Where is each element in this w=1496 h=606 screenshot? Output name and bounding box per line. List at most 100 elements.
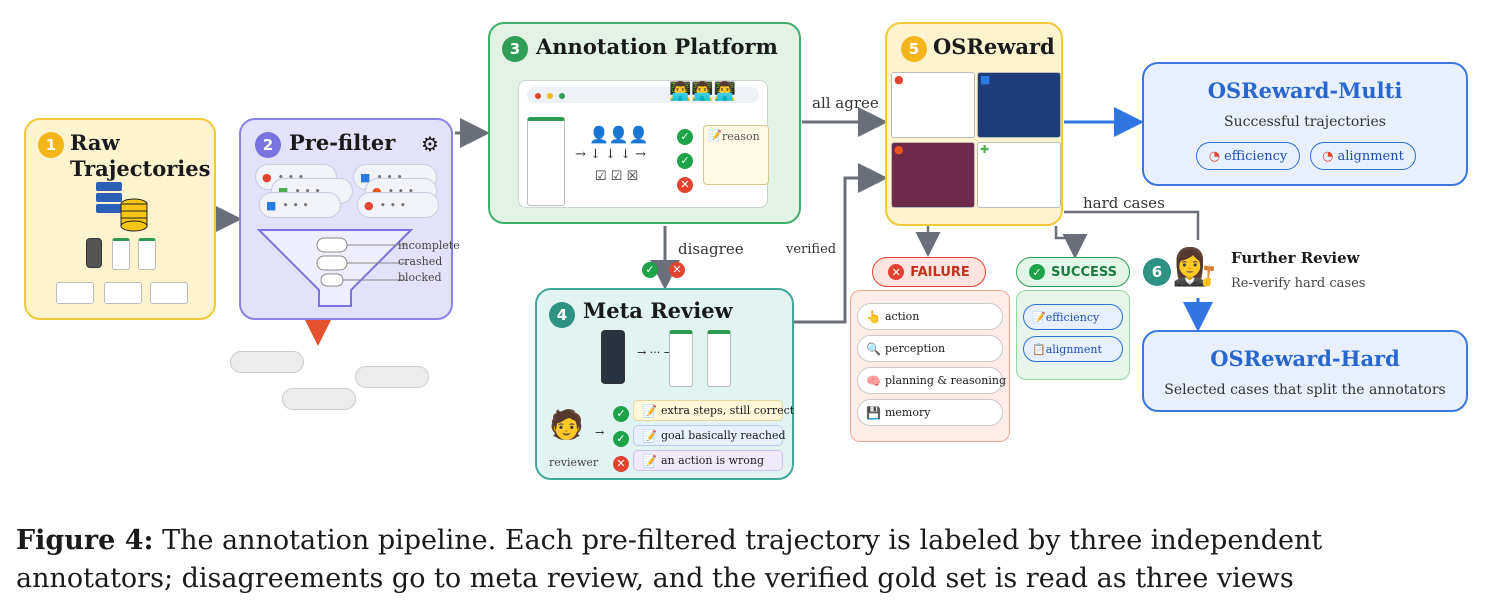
meta-cross-3: ✕	[613, 452, 629, 472]
meta-item-2: 📝goal basically reached	[633, 425, 786, 446]
rejected-chip-2	[355, 366, 429, 388]
reason-note: 📝 reason	[703, 125, 769, 185]
meta-item-1: 📝extra steps, still correct	[633, 400, 794, 421]
edge-label-hard-cases: hard cases	[1083, 194, 1165, 212]
osreward-multi-node: OSReward-Multi Successful trajectories ◔…	[1142, 62, 1468, 186]
chrome-icon: ●	[894, 73, 904, 86]
meta-title: Meta Review	[583, 298, 733, 323]
arrow-to-success	[1054, 226, 1088, 259]
reason-label: reason	[722, 130, 760, 143]
success-item-alignment: 📋alignment	[1023, 336, 1123, 362]
meta-phone	[601, 330, 625, 384]
window-dot-red	[535, 93, 541, 99]
reviewer-label: reviewer	[549, 456, 599, 469]
failure-item-planning: 🧠planning & reasoning	[857, 367, 1006, 394]
osreward-node: 5 OSReward ● ■ ● ✚	[885, 22, 1063, 226]
further-review-title: Further Review	[1231, 249, 1360, 267]
failure-item-perception: 🔍perception	[857, 335, 1003, 362]
note-icon: 📝	[708, 129, 722, 142]
osreward-shot-android: ✚	[977, 142, 1061, 208]
annotation-title: Annotation Platform	[536, 34, 778, 59]
raw-title-line2: Trajectories	[70, 156, 211, 181]
rejected-chip-1	[230, 351, 304, 373]
windows-icon: ■	[980, 73, 991, 86]
disagree-check-icon: ✓	[642, 258, 658, 278]
failure-item-memory: 💾memory	[857, 399, 1003, 426]
window-dot-green	[559, 93, 565, 99]
figure-caption: Figure 4: The annotation pipeline. Each …	[16, 522, 1486, 598]
failure-item-perception-text: perception	[884, 342, 946, 355]
ubuntu-icon: ●	[894, 143, 904, 156]
success-item-efficiency: 📝efficiency	[1023, 304, 1123, 330]
failure-item-action: 👆action	[857, 303, 1003, 330]
multi-tag-efficiency-text: efficiency	[1224, 148, 1288, 164]
success-title: SUCCESS	[1050, 264, 1118, 280]
raw-desktop-3	[150, 282, 188, 304]
annotation-window: 👨‍💻👨‍💻👨‍💻 👤👤👤 → ↓ ↓ ↓ → ☑ ☑ ☒ ✓ ✓ ✕ 📝 re…	[518, 80, 769, 208]
hard-subtitle: Selected cases that split the annotators	[1164, 382, 1446, 398]
raw-trajectories-node: 1 Raw Trajectories	[24, 118, 216, 320]
judge-icon: 👩‍⚖️	[1172, 247, 1217, 288]
success-badge: ✓SUCCESS	[1016, 257, 1130, 287]
meta-item-3-text: an action is wrong	[660, 454, 765, 467]
multi-tag-efficiency: ◔efficiency	[1196, 142, 1300, 170]
android-icon: ✚	[980, 143, 990, 156]
step-number-2: 2	[255, 132, 281, 158]
raw-screen-2	[138, 238, 156, 270]
judgement-arrows: → ↓ ↓ ↓ →	[575, 147, 646, 162]
edge-label-verified: verified	[786, 242, 837, 257]
window-titlebar	[527, 87, 759, 103]
failure-item-action-text: action	[884, 310, 920, 323]
meta-check-1: ✓	[613, 402, 629, 422]
reason-incomplete: incomplete	[398, 239, 460, 252]
arrow-verified	[794, 163, 888, 324]
raw-desktop-2	[104, 282, 142, 304]
raw-title-line1: Raw	[70, 130, 120, 155]
step-number-6: 6	[1143, 258, 1171, 286]
step-number-3: 3	[502, 36, 528, 62]
trajectory-screen	[527, 117, 565, 206]
osreward-shot-windows: ■	[977, 72, 1061, 138]
windows-os-chip: ■• • •	[259, 192, 341, 218]
osreward-hard-node: OSReward-Hard Selected cases that split …	[1142, 330, 1468, 412]
failure-badge: ✕FAILURE	[872, 257, 986, 287]
success-item-alignment-text: alignment	[1045, 342, 1102, 356]
chrome-os-chip-2: ●• • •	[357, 192, 439, 218]
meta-screen-2	[707, 330, 731, 387]
prefilter-title: Pre-filter	[289, 130, 396, 155]
multi-subtitle: Successful trajectories	[1224, 114, 1386, 130]
gear-icon: ⚙	[421, 132, 439, 156]
caption-text: The annotation pipeline. Each pre-filter…	[16, 525, 1323, 594]
multi-tag-alignment: ◔alignment	[1310, 142, 1416, 170]
meta-ellipsis: → ··· →	[637, 346, 673, 359]
cross-icon-1: ✕	[677, 173, 693, 193]
rejected-chip-3	[282, 388, 356, 410]
meta-item-3: 📝an action is wrong	[633, 450, 783, 471]
funnel-shape	[256, 229, 414, 307]
raw-desktop-1	[56, 282, 94, 304]
arrow-hard-cases	[1064, 210, 1200, 240]
hard-title: OSReward-Hard	[1210, 346, 1400, 371]
success-item-efficiency-text: efficiency	[1045, 310, 1100, 324]
step-number-1: 1	[38, 132, 64, 158]
gauge-icon-2: ◔	[1322, 148, 1334, 164]
reason-blocked: blocked	[398, 271, 442, 284]
judgement-boxes: ☑ ☑ ☒	[595, 169, 639, 184]
meta-item-2-text: goal basically reached	[660, 429, 786, 442]
osreward-shot-ubuntu: ●	[891, 142, 975, 208]
disagree-cross-icon: ✕	[669, 258, 685, 278]
check-icon-2: ✓	[677, 149, 693, 169]
annotator-group-icon: 👤👤👤	[589, 125, 649, 144]
meta-review-node: 4 Meta Review → ··· → 🧑 reviewer → ✓ ✓ ✕…	[535, 288, 794, 480]
further-review-subtitle: Re-verify hard cases	[1231, 276, 1366, 291]
caption-label: Figure 4:	[16, 525, 154, 556]
reason-crashed: crashed	[398, 255, 443, 268]
database-icon	[96, 182, 148, 232]
annotators-icon: 👨‍💻👨‍💻👨‍💻	[669, 81, 737, 102]
raw-screen-1	[112, 238, 130, 270]
reviewer-arrow: →	[595, 426, 605, 439]
step-number-5: 5	[901, 36, 927, 62]
meta-check-2: ✓	[613, 427, 629, 447]
gauge-icon: ◔	[1208, 148, 1221, 164]
edge-label-disagree: disagree	[678, 240, 744, 258]
